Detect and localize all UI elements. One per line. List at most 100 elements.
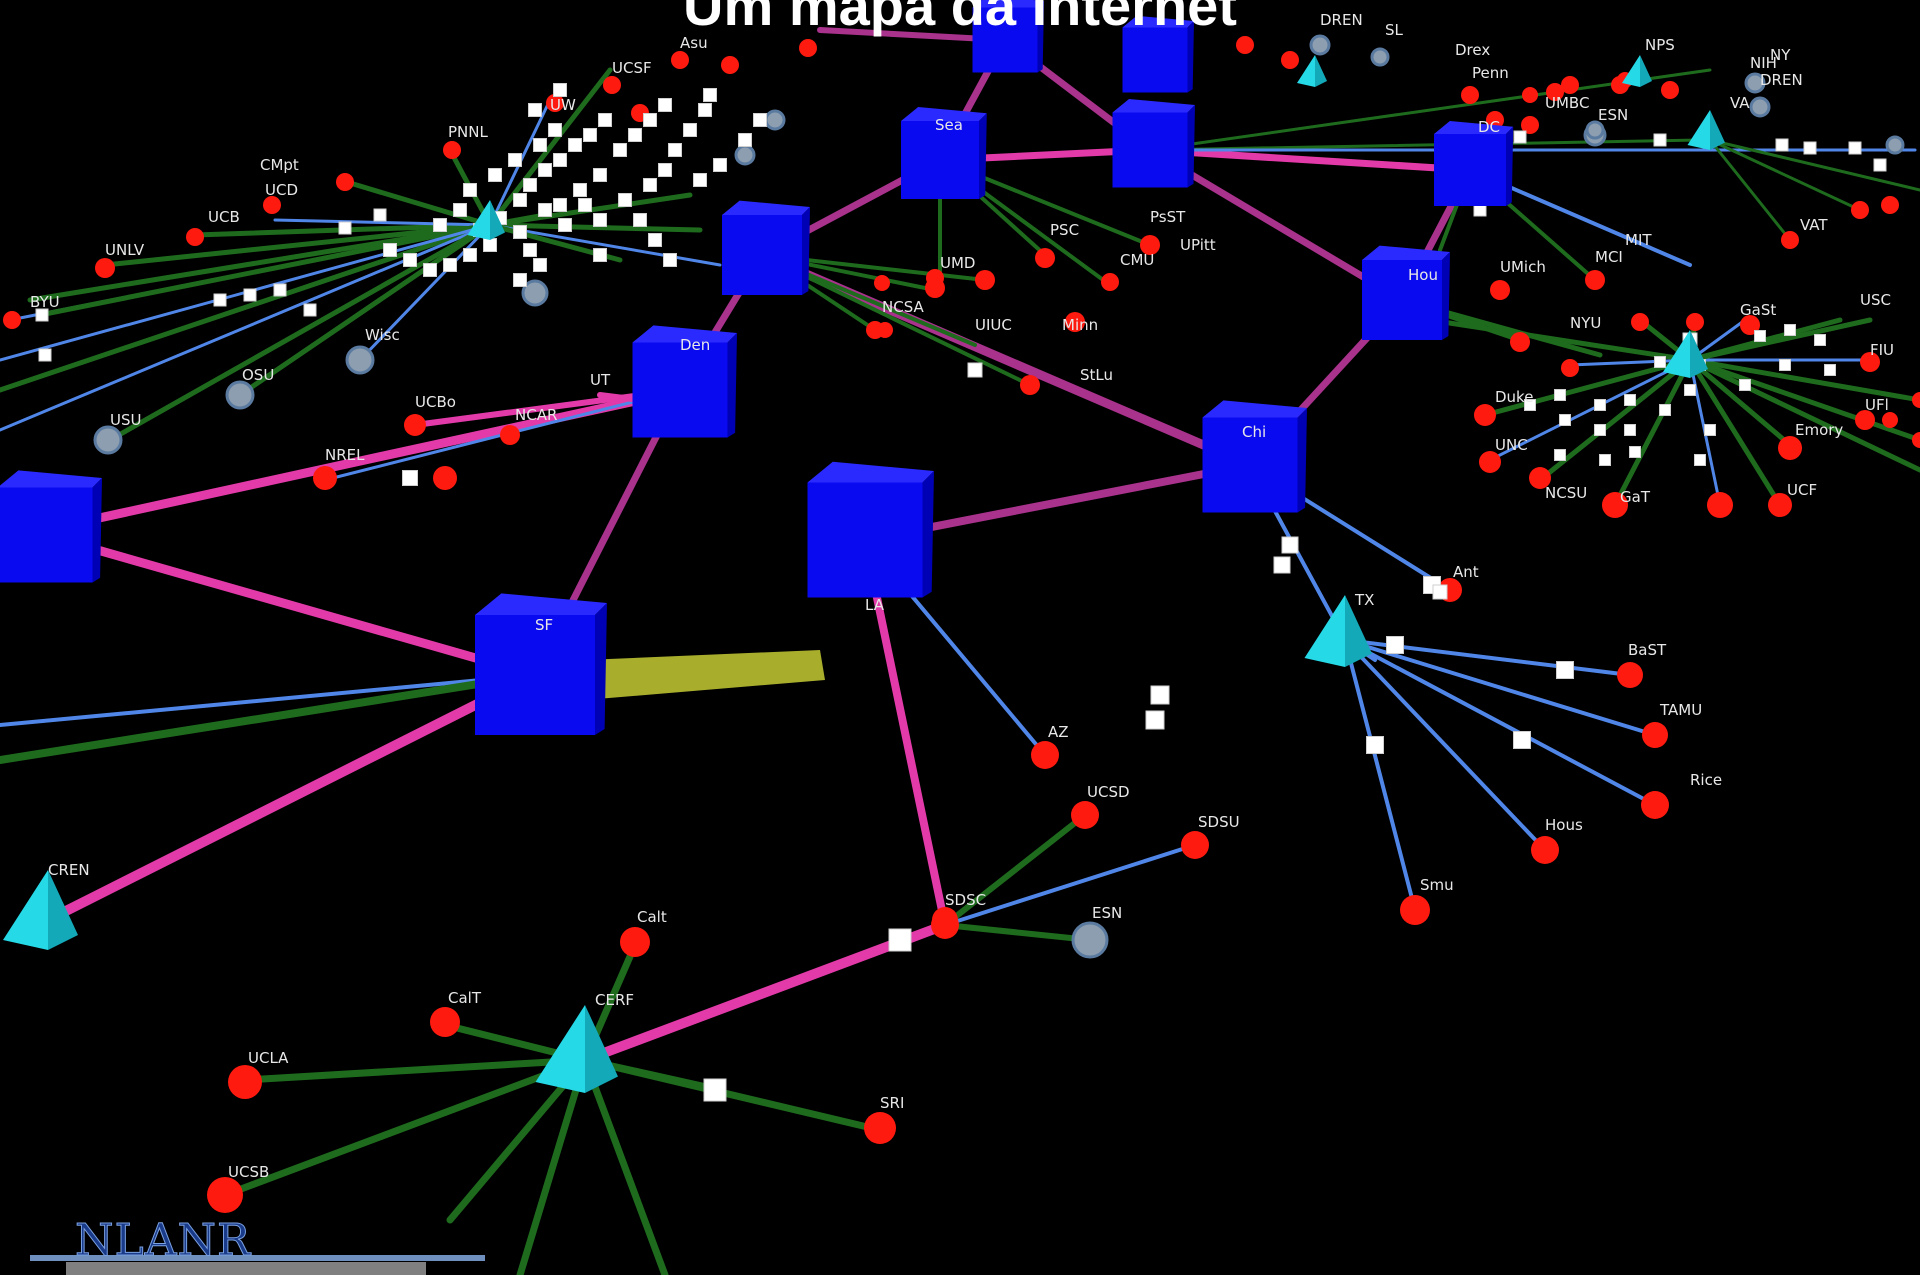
router-node	[877, 322, 893, 338]
router-node	[1071, 801, 1099, 829]
hub-sf-side	[595, 603, 607, 735]
tx-spoke	[1343, 638, 1657, 807]
cluster-spoke	[237, 222, 493, 398]
hub-atl-face	[722, 215, 802, 295]
label-dren: DREN	[1320, 11, 1363, 29]
host-node	[1145, 710, 1165, 730]
hub-cren	[3, 870, 78, 950]
hub-den	[632, 325, 737, 438]
label-cmu: CMU	[1120, 251, 1154, 269]
host-node	[1654, 356, 1666, 368]
router-node	[1140, 235, 1160, 255]
hubs-layer	[0, 0, 1725, 1093]
cerf-spoke	[221, 1056, 589, 1199]
tx-spoke	[1343, 638, 1657, 737]
label-hou: Hou	[1408, 266, 1438, 284]
hub-west-cluster-face-left	[467, 200, 490, 240]
cluster-spoke	[107, 222, 493, 443]
host-node	[213, 293, 227, 307]
host-node	[1594, 424, 1606, 436]
hub-northeast-small-face-left	[1687, 110, 1710, 150]
host-node	[698, 103, 712, 117]
label-ucsf: UCSF	[612, 59, 652, 77]
gateway-node	[1071, 921, 1109, 959]
host-node	[508, 153, 522, 167]
label-emory: Emory	[1795, 421, 1843, 439]
host-node	[453, 203, 467, 217]
sf-la-highlight-link	[585, 650, 825, 700]
host-node	[593, 248, 607, 262]
label-chi: Chi	[1242, 423, 1266, 441]
host-node	[523, 243, 537, 257]
hub-ne	[1122, 15, 1194, 93]
gateway-node	[93, 425, 123, 455]
label-rice: Rice	[1690, 771, 1722, 789]
host-node	[593, 168, 607, 182]
host-node	[668, 143, 682, 157]
host-node	[573, 183, 587, 197]
router-node	[721, 56, 739, 74]
label-umd: UMD	[940, 254, 975, 272]
host-node	[583, 128, 597, 142]
router-node	[1529, 467, 1551, 489]
host-node	[1559, 414, 1571, 426]
gateway-node	[345, 345, 375, 375]
hub-ne-side	[1187, 21, 1194, 93]
host-node	[1281, 536, 1299, 554]
router-node	[799, 39, 817, 57]
label-gsu: GaSt	[1740, 301, 1776, 319]
label-penn: Penn	[1472, 64, 1509, 82]
label-hous: Hous	[1545, 816, 1583, 834]
hub-den-side	[727, 333, 737, 438]
router-node	[1479, 451, 1501, 473]
hub-hou-face	[1112, 112, 1188, 188]
label-dc: DC	[1478, 118, 1500, 136]
host-node	[373, 208, 387, 222]
cluster-spoke	[487, 67, 613, 228]
label-ucb: UCB	[208, 208, 240, 226]
hub-dc	[1362, 245, 1450, 340]
hub-sdx	[0, 470, 102, 583]
router-node	[620, 927, 650, 957]
host-node	[513, 193, 527, 207]
label-ant: Ant	[1453, 563, 1479, 581]
cerf-spoke	[581, 1056, 669, 1275]
label-osu2: OSU	[242, 366, 274, 384]
logo-underbar	[66, 1262, 426, 1275]
router-node	[1490, 280, 1510, 300]
router-node	[1855, 410, 1875, 430]
router-node	[1912, 432, 1920, 448]
label-vat: VAT	[1800, 216, 1828, 234]
host-node	[967, 362, 983, 378]
label-caltech: Calt	[637, 908, 667, 926]
host-node	[553, 198, 567, 212]
router-node	[546, 94, 564, 112]
host-node	[1513, 731, 1531, 749]
label-upitt: UPitt	[1180, 236, 1216, 254]
host-node	[658, 163, 672, 177]
router-node	[186, 228, 204, 246]
host-node	[383, 243, 397, 257]
regional-link	[1148, 138, 1702, 152]
router-node	[1546, 83, 1564, 101]
host-node	[538, 203, 552, 217]
cluster-spoke	[1612, 357, 1693, 508]
regional-link	[1708, 138, 1920, 192]
hub-east-cluster-face-left	[1663, 330, 1690, 378]
host-node	[1784, 324, 1796, 336]
hub-sea-face	[901, 121, 979, 199]
host-node	[618, 193, 632, 207]
label-psst: PsST	[1150, 208, 1186, 226]
hub-north-small	[1622, 55, 1652, 87]
host-node	[1775, 138, 1789, 152]
cerf-spoke	[241, 1056, 589, 1084]
label-unlv: UNLV	[105, 241, 145, 259]
host-node	[553, 83, 567, 97]
label-pnnl: PNNL	[448, 123, 488, 141]
router-node	[433, 466, 457, 490]
label-az: AZ	[1048, 723, 1069, 741]
host-node	[533, 138, 547, 152]
hub-sf-face	[475, 615, 595, 735]
gateway-node	[1309, 34, 1331, 56]
